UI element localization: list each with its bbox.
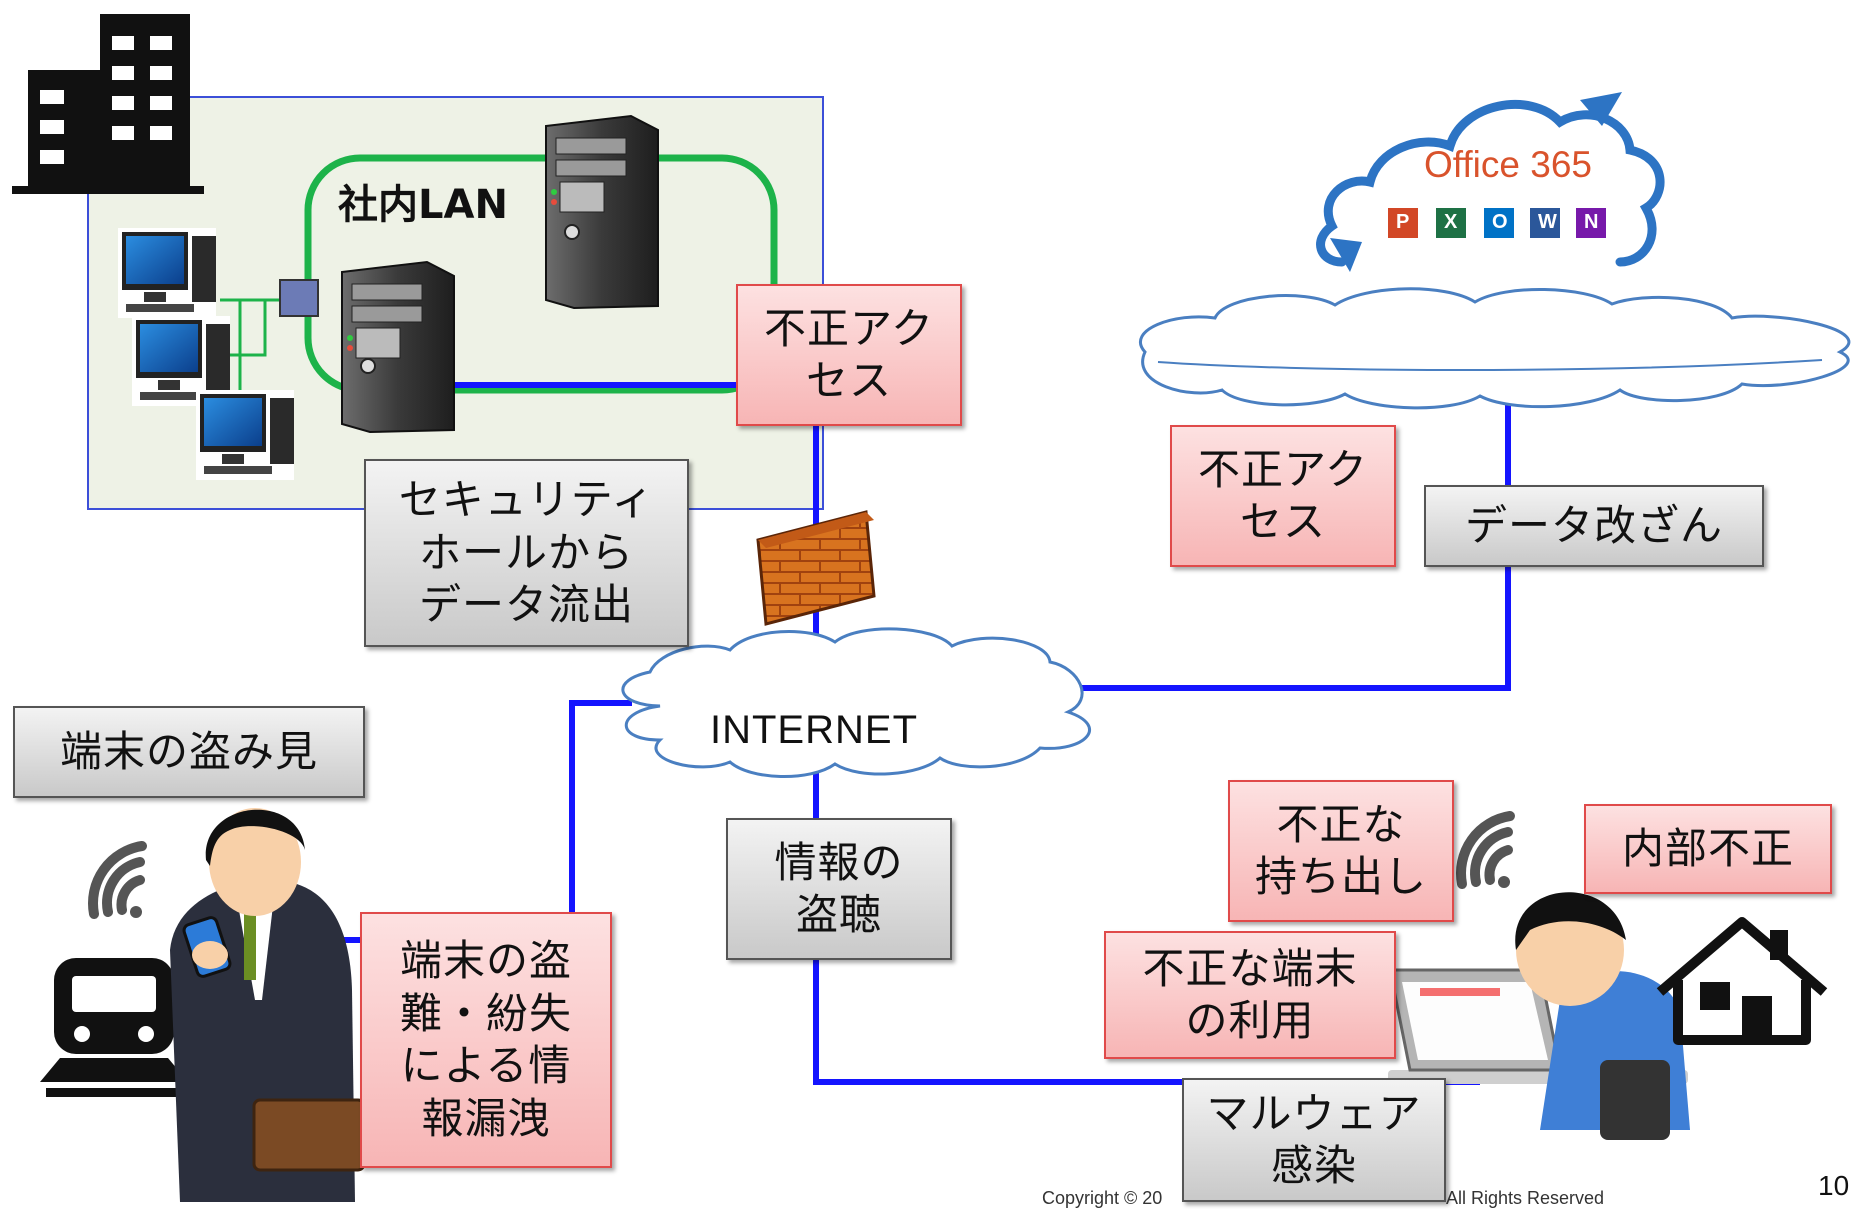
outlook-icon: O	[1492, 211, 1508, 233]
internet-cloud-shape	[621, 627, 1091, 779]
threat-data-tampering: データ改ざん	[1424, 485, 1764, 567]
home-icon	[1656, 917, 1828, 1045]
threat-lan-unauthorized-access: 不正アク セス	[736, 284, 962, 426]
office-app-icons: P X O W N	[1388, 208, 1608, 238]
firewall-icon	[756, 510, 876, 626]
threat-unauthorized-device: 不正な端末 の利用	[1104, 931, 1396, 1059]
office-building-icon	[12, 14, 204, 194]
wifi-icon	[1456, 811, 1515, 889]
threat-insider-fraud: 内部不正	[1584, 804, 1832, 894]
lan-ring	[304, 154, 778, 394]
threat-security-hole-data-leak: セキュリティ ホールから データ流出	[364, 459, 689, 647]
remote-worker-illustration	[1388, 892, 1690, 1140]
excel-icon: X	[1444, 211, 1458, 233]
internet-label: INTERNET	[710, 708, 918, 752]
threat-unauthorized-takeout: 不正な 持ち出し	[1228, 780, 1454, 922]
businessman-with-smartphone-illustration	[170, 808, 366, 1202]
office365-cloud-icon	[1316, 92, 1665, 272]
desktop-pc-icon	[118, 228, 216, 318]
powerpoint-icon: P	[1396, 211, 1410, 233]
lan-label: 社内LAN	[338, 182, 508, 228]
threat-shoulder-surfing: 端末の盗み見	[13, 706, 365, 798]
server-icon	[341, 260, 455, 434]
desktop-pc-icon	[132, 316, 230, 406]
word-icon: W	[1538, 211, 1557, 233]
desktop-pc-icon	[196, 390, 294, 480]
train-icon	[40, 958, 188, 1097]
threat-cloud-unauthorized-access: 不正アク セス	[1170, 425, 1396, 567]
office365-label: Office 365	[1424, 144, 1592, 185]
cloud-network-shape	[1138, 287, 1851, 410]
threat-device-theft-loss: 端末の盗 難・紛失 による情 報漏洩	[360, 912, 612, 1168]
copyright-text-left: Copyright © 20	[1042, 1188, 1163, 1208]
page-number: 10	[1818, 1170, 1850, 1201]
network-hub-icon	[279, 279, 319, 317]
wifi-icon	[88, 841, 147, 919]
copyright-text-right: All Rights Reserved	[1446, 1188, 1605, 1208]
onenote-icon: N	[1584, 211, 1599, 233]
threat-eavesdropping: 情報の 盗聴	[726, 818, 952, 960]
server-icon	[545, 114, 659, 310]
pc-cables	[220, 298, 280, 390]
threat-malware-infection: マルウェア 感染	[1182, 1078, 1446, 1202]
